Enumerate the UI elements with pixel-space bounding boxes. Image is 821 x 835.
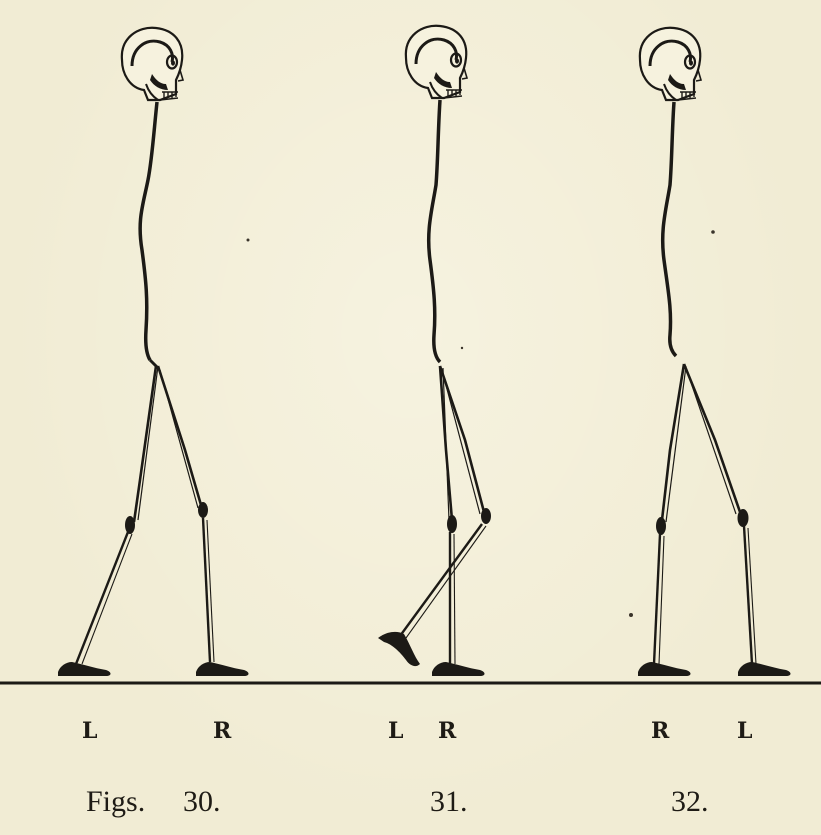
figure-31-right-label: R: [438, 718, 456, 744]
figure-31-left-label: L: [388, 718, 403, 744]
skull-icon: [122, 28, 183, 100]
caption-prefix: Figs.: [86, 785, 145, 819]
caption-figure-30: 30.: [183, 785, 221, 819]
skeleton-figure-31: [378, 26, 491, 676]
figure-32-right-label: L: [737, 718, 752, 744]
caption-figure-31: 31.: [430, 785, 468, 819]
skeleton-figure-32: [638, 28, 791, 676]
skull-icon: [406, 26, 467, 98]
figure-32-left-label: R: [651, 718, 669, 744]
figure-30-right-label: R: [213, 718, 231, 744]
figure-30-left-label: L: [82, 718, 97, 744]
skeleton-figure-30: [58, 28, 249, 676]
caption-figure-32: 32.: [671, 785, 709, 819]
skull-icon: [640, 28, 701, 100]
